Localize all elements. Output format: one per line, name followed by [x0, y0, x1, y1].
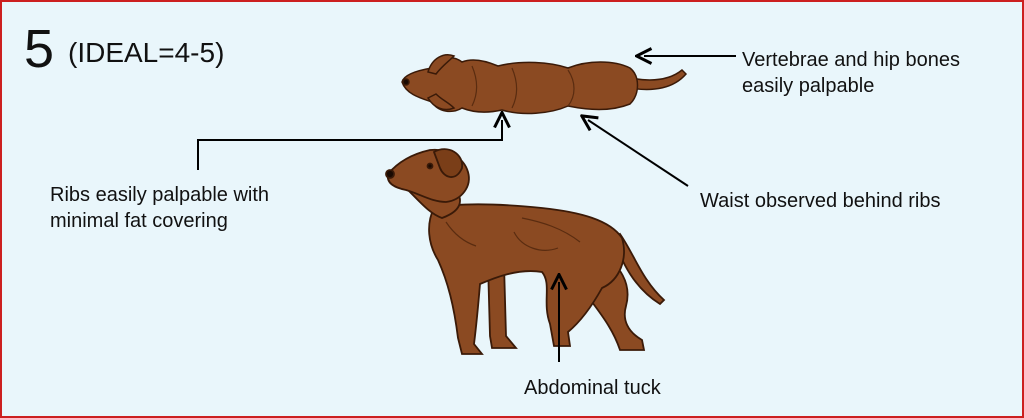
- ribs-label-line2: minimal fat covering: [50, 210, 228, 232]
- dog-top-right-ear: [426, 93, 456, 111]
- vertebrae-label-line2: easily palpable: [742, 75, 875, 97]
- ribs-arrow: [197, 120, 502, 170]
- dog-top-tail: [629, 68, 688, 91]
- abdominal-tuck-label: Abdominal tuck: [524, 377, 661, 399]
- body-condition-score: 5: [24, 19, 55, 79]
- dog-side-eye: [426, 162, 434, 170]
- dog-side-body: [428, 203, 625, 355]
- waist-label: Waist observed behind ribs: [700, 190, 941, 212]
- waist-arrow: [588, 120, 689, 187]
- ribs-label: Ribs easily palpable with minimal fat co…: [50, 182, 269, 234]
- vertebrae-label-line1: Vertebrae and hip bones: [742, 49, 960, 71]
- dog-top-body: [401, 56, 639, 115]
- dog-side-view: [385, 148, 666, 355]
- dog-top-view: [401, 54, 688, 115]
- dog-side-nose: [385, 169, 395, 179]
- dog-side-ear: [432, 148, 463, 178]
- ribs-label-line1: Ribs easily palpable with: [50, 184, 270, 206]
- dog-top-nose: [402, 78, 410, 86]
- dog-top-left-ear: [427, 54, 456, 75]
- vertebrae-label: Vertebrae and hip bones easily palpable: [742, 47, 960, 99]
- ideal-range: (IDEAL=4-5): [68, 37, 225, 68]
